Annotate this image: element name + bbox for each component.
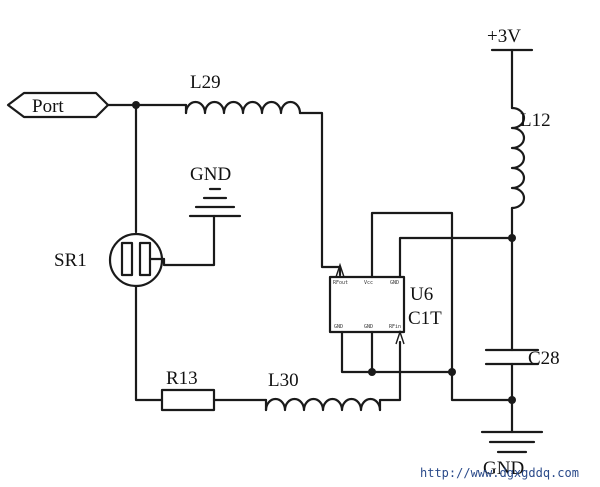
inductor-l30 xyxy=(264,397,382,412)
gnd-top-symbol xyxy=(188,187,242,218)
gnd-top-label: GND xyxy=(190,164,231,185)
vcc-junction xyxy=(508,234,516,242)
u6-pin-5: GND xyxy=(364,324,373,330)
wire-u6-top-loop xyxy=(370,211,454,374)
watermark-url: http://www.dgxgddq.com xyxy=(420,466,579,480)
sr1-electrode-right xyxy=(138,241,152,277)
l30-label: L30 xyxy=(268,370,299,391)
wire-gnd-bus xyxy=(450,370,514,402)
u6-pin-4: GND xyxy=(334,324,343,330)
l12-label: L12 xyxy=(520,110,551,131)
vcc-label: +3V xyxy=(487,26,521,47)
u6-label: U6 xyxy=(410,284,433,305)
u6-pin-1: RFout xyxy=(333,280,348,286)
wire-l29-to-u6 xyxy=(298,111,342,277)
c28-label: C28 xyxy=(528,348,560,369)
sr1-electrode-left xyxy=(120,241,134,277)
port-label: Port xyxy=(32,96,64,117)
u6-pin-3: GND xyxy=(390,280,399,286)
gnd-bottom-symbol xyxy=(480,430,544,454)
r13-label: R13 xyxy=(166,368,198,389)
wire-sr1-to-r13 xyxy=(134,284,164,402)
wire-u6-to-vcc-node xyxy=(398,236,514,279)
u6-input-arrow-icon xyxy=(335,262,345,278)
inductor-l12 xyxy=(510,106,526,210)
ic-u6 xyxy=(328,275,406,334)
resistor-r13 xyxy=(160,388,216,412)
wire-sr1-to-gnd xyxy=(162,214,216,267)
wire-u6-bottom-gnd xyxy=(340,330,454,374)
gnd-junction-right xyxy=(508,396,516,404)
gnd-junction-left xyxy=(368,368,376,376)
sr1-label: SR1 xyxy=(54,250,87,271)
inductor-l29 xyxy=(184,100,302,115)
l29-label: L29 xyxy=(190,72,221,93)
c1t-label: C1T xyxy=(408,308,442,329)
wire-l30-to-u6 xyxy=(378,340,402,412)
gnd-bottom-label: GND xyxy=(483,458,524,479)
u6-pin-6: RFin xyxy=(389,324,401,330)
u6-pin-2: Vcc xyxy=(364,280,373,286)
